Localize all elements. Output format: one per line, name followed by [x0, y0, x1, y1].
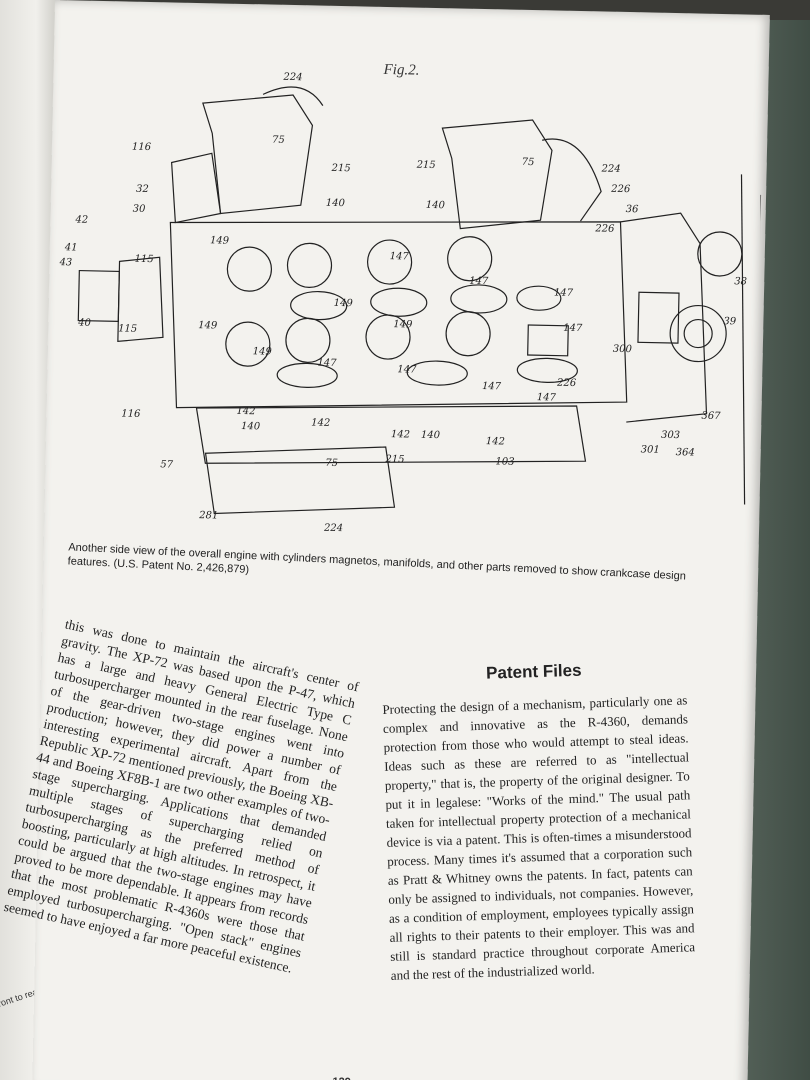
part-label: 57 — [160, 459, 174, 470]
part-label: 41 — [64, 242, 78, 253]
part-label: 40 — [77, 318, 92, 329]
right-column-text: Protecting the design of a mechanism, pa… — [382, 692, 696, 983]
part-label: 32 — [136, 184, 149, 195]
part-label: 142 — [311, 417, 330, 428]
part-label: 149 — [253, 346, 273, 357]
part-label: 147 — [563, 323, 583, 334]
part-label: 215 — [330, 163, 350, 174]
part-label: 147 — [469, 276, 489, 287]
part-label: 367 — [701, 411, 721, 422]
part-label: 116 — [132, 142, 152, 153]
part-label: 75 — [272, 135, 285, 146]
part-label: 226 — [610, 184, 631, 195]
part-label: 43 — [58, 257, 72, 268]
part-label: 300 — [613, 344, 633, 355]
part-label: 281 — [198, 510, 218, 521]
part-label: 39 — [723, 316, 737, 327]
part-label: 149 — [393, 319, 413, 330]
part-label: 226 — [556, 378, 577, 389]
part-label: 142 — [486, 436, 505, 447]
part-label: 140 — [426, 200, 446, 211]
part-label: 224 — [600, 163, 620, 174]
part-label: 140 — [326, 198, 346, 209]
part-label: 147 — [390, 251, 410, 262]
part-label: 149 — [210, 235, 230, 246]
part-label: 42 — [74, 214, 88, 225]
part-label: 147 — [537, 392, 557, 403]
part-label: 224 — [323, 523, 343, 534]
part-label: 364 — [676, 447, 695, 458]
right-column: Patent Files Protecting the design of a … — [381, 657, 696, 984]
part-label: 36 — [626, 204, 640, 215]
page-number: 129 — [332, 1076, 351, 1080]
part-label: 215 — [416, 160, 436, 171]
engine-drawing — [77, 86, 762, 515]
figure-caption: Another side view of the overall engine … — [67, 541, 687, 583]
part-label: 115 — [118, 323, 137, 334]
part-label: 147 — [554, 288, 574, 299]
section-heading: Patent Files — [485, 660, 582, 683]
part-label: 142 — [391, 429, 410, 440]
part-label: 149 — [334, 298, 354, 309]
part-number-labels: 224 75 215 215 75 224 226 36 226 116 32 … — [58, 72, 747, 534]
part-label: 103 — [495, 456, 514, 467]
part-label: 140 — [241, 421, 261, 432]
part-label: 142 — [236, 406, 255, 417]
book-page: Fig.2. — [3, 0, 770, 1080]
part-label: 147 — [397, 364, 417, 375]
part-label: 226 — [594, 223, 615, 234]
part-label: 301 — [641, 444, 660, 455]
part-label: 149 — [198, 320, 218, 331]
part-label: 115 — [134, 254, 153, 265]
part-label: 224 — [282, 72, 302, 83]
left-column-text: this was done to maintain the aircraft's… — [2, 616, 361, 976]
part-label: 75 — [522, 157, 535, 168]
part-label: 116 — [121, 408, 141, 419]
part-label: 215 — [384, 454, 404, 465]
part-label: 38 — [734, 276, 747, 287]
part-label: 147 — [317, 358, 337, 369]
part-label: 75 — [325, 458, 338, 469]
part-label: 147 — [482, 381, 502, 392]
part-label: 140 — [421, 430, 441, 441]
part-label: 303 — [661, 430, 680, 441]
engine-patent-diagram: 224 75 215 215 75 224 226 36 226 116 32 … — [58, 72, 762, 534]
part-label: 30 — [133, 204, 147, 215]
